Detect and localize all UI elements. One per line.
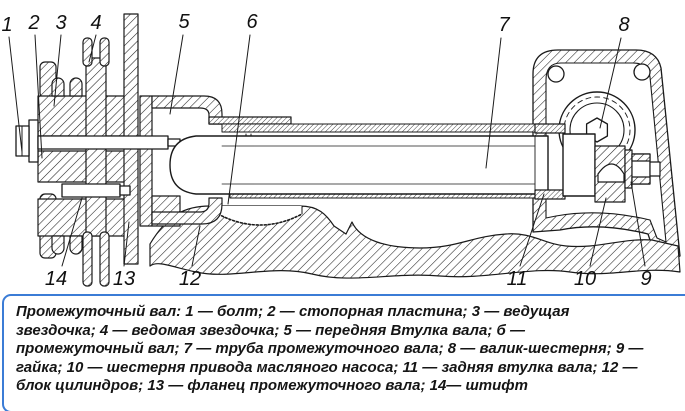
callout-11-leader [519,193,545,267]
block-wall [149,205,681,279]
callout-2-leader [34,34,43,159]
intermediate-shaft [169,135,549,195]
front-bushing [208,116,292,125]
callout-1-number: 1 [1,14,12,36]
caption-line-5: блок цилиндров; 13 — фланец промежуточно… [16,377,528,395]
callout-8-number: 8 [618,14,629,36]
shaft-nut [631,153,651,185]
rear-shaft-end [534,123,661,203]
callout-7-number: 7 [498,14,510,36]
callout-12-number: 12 [179,268,201,290]
callout-8-leader [599,37,622,129]
cylinder-block [149,205,681,279]
callout-9-number: 9 [640,268,651,290]
caption-line-1: Промежуточный вал: 1 — болт; 2 — стопорн… [16,303,570,320]
bearing-seat-cutout [218,206,302,225]
pin-tip [119,185,131,196]
callout-6-number: 6 [246,11,258,33]
bolt-and-pin [15,119,181,198]
callout-14-number: 14 [45,268,67,290]
caption-line-2: звездочка; 4 — ведомая звездочка; 5 — пе… [16,321,525,339]
callout-11-number: 11 [507,268,528,290]
callout-4-number: 4 [90,12,101,34]
driving-sprocket [37,77,131,255]
callout-7-leader [485,37,502,169]
pin [61,183,121,198]
callout-3-leader [53,34,62,107]
lock-plate [28,119,39,163]
shaft-journal [562,133,596,197]
callout-6-leader [227,34,251,205]
callout-5-number: 5 [178,11,190,33]
caption-line-3: промежуточный вал; 7 — труба промежуточн… [16,340,644,358]
bearing-seat-gasket [217,213,303,226]
housing-bolt-hole-right [633,63,651,81]
rear-bushing-top [534,123,566,134]
shaft-tail [649,161,661,177]
callout-14-leader [61,197,83,267]
bolt-shank [37,135,169,150]
rear-bushing-bottom [534,189,566,200]
caption-line-4: гайка; 10 — шестерня привода масляного н… [16,358,638,376]
callout-3-number: 3 [55,12,66,34]
oil-pump-drive-gear [594,145,626,203]
figure-caption: Промежуточный вал: 1 — болт; 2 — стопорн… [2,294,685,411]
callout-12-leader [191,225,201,267]
callout-1-leader [8,36,23,153]
callout-10-leader [589,197,607,267]
callout-5-leader [169,34,184,115]
callout-9-leader [630,181,646,267]
callout-10-number: 10 [574,268,596,290]
callout-4-leader [88,34,97,63]
callout-13-leader [123,221,130,267]
shaft-flange [139,95,223,227]
callout-13-number: 13 [113,268,135,290]
housing-bolt-hole-left [547,65,565,83]
driven-sprocket [82,37,110,287]
callout-2-number: 2 [27,12,39,34]
